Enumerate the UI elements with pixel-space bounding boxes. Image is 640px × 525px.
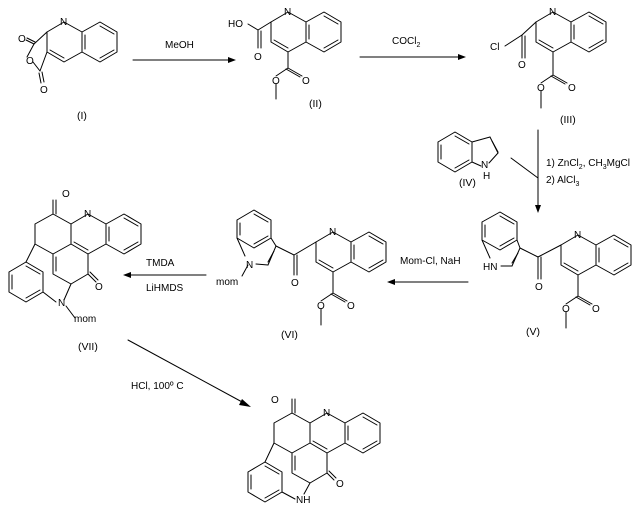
final-product-o1-atom: O bbox=[271, 395, 279, 406]
final-product-nh-group: NH bbox=[296, 495, 310, 506]
reagent-step-4: Mom-Cl, NaH bbox=[400, 256, 461, 267]
compound-v-label: (V) bbox=[526, 326, 540, 338]
compound-vi-o1-atom: O bbox=[291, 278, 299, 289]
compound-vii-o2-atom: O bbox=[95, 282, 103, 293]
reagent-step-1: MeOH bbox=[165, 40, 194, 51]
final-product-n-atom: N bbox=[323, 408, 330, 419]
compound-v-o1-atom: O bbox=[535, 282, 543, 293]
compound-iii-o2-atom: O bbox=[568, 83, 576, 94]
compound-v-hn-group: HN bbox=[483, 262, 497, 273]
compound-iv: N H (IV) bbox=[437, 131, 499, 189]
final-product-o2-atom: O bbox=[336, 479, 344, 490]
compound-vi-mom-group: mom bbox=[216, 277, 238, 288]
reagent-step-5-line-1: TMDA bbox=[146, 258, 175, 269]
compound-vii-label: (VII) bbox=[78, 341, 98, 353]
final-product: N NH O O bbox=[247, 395, 381, 506]
compound-vi-n-atom: N bbox=[329, 227, 336, 238]
compound-i-o2-atom: O bbox=[26, 56, 34, 67]
compound-iii-label: (III) bbox=[560, 114, 576, 126]
compound-iii: N Cl O O O (III) bbox=[490, 7, 607, 126]
compound-vi: N N mom O O O (VI) bbox=[216, 209, 387, 341]
compound-vi-label: (VI) bbox=[281, 329, 298, 341]
arrow-step-4: Mom-Cl, NaH bbox=[387, 256, 469, 285]
reagent-step-3-line-1: 1) ZnCl2, CH3MgCl bbox=[546, 158, 630, 171]
compound-vi-n2-atom: N bbox=[246, 260, 253, 271]
compound-i-label: (I) bbox=[77, 110, 87, 122]
reagent-step-5-line-2: LiHMDS bbox=[146, 283, 184, 294]
compound-ii-o1-atom: O bbox=[254, 52, 262, 63]
compound-iii-o3-atom: O bbox=[537, 83, 545, 94]
compound-iii-o1-atom: O bbox=[518, 60, 526, 71]
compound-ii-o3-atom: O bbox=[272, 76, 280, 87]
compound-i: N O O O (I) bbox=[18, 17, 118, 122]
compound-vi-o3-atom: O bbox=[317, 301, 325, 312]
compound-i-o1-atom: O bbox=[18, 34, 26, 45]
compound-vii-n2-atom: N bbox=[58, 298, 65, 309]
compound-iii-n-atom: N bbox=[549, 7, 556, 18]
arrow-step-2: COCl2 bbox=[359, 36, 466, 60]
compound-iv-label: (IV) bbox=[459, 177, 476, 189]
compound-ii-n-atom: N bbox=[284, 7, 291, 18]
arrow-step-1: MeOH bbox=[132, 40, 236, 63]
compound-v-n-atom: N bbox=[574, 230, 581, 241]
compound-vii-n-atom: N bbox=[84, 209, 91, 220]
compound-ii-ho-group: HO bbox=[228, 19, 243, 30]
compound-i-o3-atom: O bbox=[40, 85, 48, 96]
compound-ii-o2-atom: O bbox=[302, 76, 310, 87]
reagent-step-6: HCl, 100º C bbox=[131, 381, 184, 392]
compound-i-n-atom: N bbox=[60, 17, 67, 28]
compound-ii-label: (II) bbox=[309, 98, 322, 110]
reagent-step-3-line-2: 2) AlCl3 bbox=[546, 175, 579, 188]
compound-iv-h-atom: H bbox=[483, 171, 490, 182]
arrow-step-5: TMDA LiHMDS bbox=[123, 258, 207, 294]
compound-iii-cl-atom: Cl bbox=[490, 42, 499, 53]
arrow-step-3: 1) ZnCl2, CH3MgCl 2) AlCl3 bbox=[510, 129, 630, 213]
compound-v-o2-atom: O bbox=[592, 304, 600, 315]
compound-vii-o1-atom: O bbox=[62, 189, 70, 200]
compound-vii: N N mom O O (VII) bbox=[8, 189, 142, 353]
compound-vi-o2-atom: O bbox=[347, 301, 355, 312]
arrow-step-6: HCl, 100º C bbox=[127, 339, 251, 407]
compound-iv-n-atom: N bbox=[481, 160, 488, 171]
compound-ii: N HO O O O (II) bbox=[228, 7, 342, 110]
compound-v: N HN O O O (V) bbox=[481, 211, 632, 338]
compound-v-o3-atom: O bbox=[562, 304, 570, 315]
reagent-step-2: COCl2 bbox=[392, 36, 420, 49]
compound-vii-mom-group: mom bbox=[74, 314, 96, 325]
